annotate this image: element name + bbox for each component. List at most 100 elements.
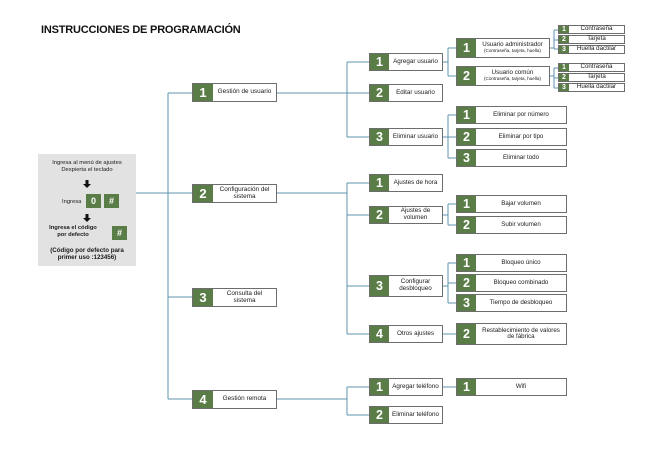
admin-user-title: Usuario administrador: [482, 41, 543, 49]
item-number: 3: [457, 150, 476, 166]
item-number: 1: [457, 379, 476, 395]
item-label: Contraseña: [580, 63, 613, 71]
item-number: 3: [559, 46, 569, 53]
menu-volume-down[interactable]: 1 Bajar volumen: [456, 195, 567, 213]
item-label: Eliminar todo: [502, 153, 540, 161]
item-number: 1: [457, 107, 476, 123]
menu-add-user[interactable]: 1 Agregar usuario: [369, 53, 443, 71]
item-number: 4: [193, 391, 213, 408]
menu-delete-user[interactable]: 3 Eliminar usuario: [369, 128, 443, 146]
item-label: Bajar volumen: [501, 199, 541, 207]
start-line-2: Despierta el teclado: [61, 167, 113, 173]
item-number: 2: [559, 36, 569, 43]
menu-common-user[interactable]: 2 Usuario común(Contraseña, tarjeta, hue…: [456, 66, 550, 86]
menu-other-settings[interactable]: 4 Otros ajustes: [369, 325, 443, 343]
item-label: Bloqueo combinado: [493, 278, 549, 286]
item-number: 2: [193, 185, 213, 202]
menu-delete-by-number[interactable]: 1 Eliminar por número: [456, 106, 567, 124]
menu-delete-by-type[interactable]: 2 Eliminar por tipo: [456, 128, 567, 146]
item-number: 2: [457, 217, 476, 233]
menu-delete-phone[interactable]: 2 Eliminar teléfono: [369, 406, 443, 424]
item-label: Configuración del sistema: [219, 185, 270, 200]
menu-add-phone[interactable]: 1 Agregar teléfono: [369, 378, 443, 396]
item-number: 2: [370, 207, 389, 223]
item-number: 1: [457, 196, 476, 212]
item-number: 1: [457, 255, 476, 271]
menu-edit-user[interactable]: 2 Editar usuario: [369, 84, 443, 102]
menu-delete-all[interactable]: 3 Eliminar todo: [456, 149, 567, 167]
item-label: Eliminar usuario: [392, 132, 439, 140]
item-label: Otros ajustes: [396, 329, 435, 337]
item-label: Huella dactilar: [576, 83, 617, 91]
item-number: 1: [559, 26, 569, 33]
menu-combined-lock[interactable]: 2 Bloqueo combinado: [456, 274, 567, 292]
item-number: 4: [370, 326, 389, 342]
menu-single-lock[interactable]: 1 Bloqueo único: [456, 254, 567, 272]
item-label: Agregar teléfono: [392, 382, 439, 390]
arrow-down-icon: [83, 214, 91, 222]
common-user-title: Usuario común: [491, 69, 534, 77]
code-line-1: Ingresa el código: [49, 225, 97, 231]
item-number: 1: [559, 64, 569, 71]
item-number: 3: [193, 289, 213, 306]
item-label: Restablecimiento de valores de fábrica: [482, 326, 560, 340]
menu-common-password[interactable]: 1 Contraseña: [558, 63, 625, 72]
menu-admin-password[interactable]: 1 Contraseña: [558, 25, 625, 34]
item-number: 2: [457, 67, 476, 85]
menu-system-config[interactable]: 2 Configuración del sistema: [192, 184, 277, 203]
item-number: 1: [370, 54, 389, 70]
item-label: Editar usuario: [396, 88, 435, 96]
item-label: Configurar desbloqueo: [399, 278, 432, 292]
key-zero: 0: [86, 194, 101, 208]
arrow-down-icon: [83, 180, 91, 188]
menu-admin-fingerprint[interactable]: 3 Huella dactilar: [558, 45, 625, 54]
item-number: 3: [457, 295, 476, 311]
menu-remote-management[interactable]: 4 Gestión remota: [192, 390, 277, 409]
menu-admin-card[interactable]: 2 Tarjeta: [558, 35, 625, 44]
item-number: 2: [559, 74, 569, 81]
menu-unlock-time[interactable]: 3 Tiempo de desbloqueo: [456, 294, 567, 312]
menu-volume-settings[interactable]: 2 Ajustes de volumen: [369, 206, 443, 224]
item-number: 2: [370, 85, 389, 101]
menu-factory-reset[interactable]: 2 Restablecimiento de valores de fábrica: [456, 323, 567, 345]
item-label: Huella dactilar: [576, 45, 617, 53]
item-label: Ajustes de hora: [393, 178, 438, 186]
menu-common-card[interactable]: 2 Tarjeta: [558, 73, 625, 82]
admin-user-subtitle: (Contraseña, tarjeta, huella): [484, 47, 541, 53]
menu-volume-up[interactable]: 2 Subir volumen: [456, 216, 567, 234]
item-label: Usuario común(Contraseña, tarjeta, huell…: [476, 67, 549, 85]
item-label: Eliminar por número: [493, 110, 549, 118]
item-number: 3: [370, 276, 389, 296]
item-label: Tarjeta: [587, 35, 606, 43]
menu-user-management[interactable]: 1 Gestión de usuario: [192, 83, 277, 102]
item-label: Eliminar teléfono: [392, 410, 439, 418]
item-number: 2: [457, 324, 476, 344]
item-number: 2: [370, 407, 389, 423]
item-number: 3: [370, 129, 389, 145]
item-number: 1: [370, 175, 389, 191]
item-number: 1: [457, 39, 476, 57]
item-number: 3: [559, 84, 569, 91]
code-line-2: por defecto: [57, 232, 89, 238]
item-label: Ajustes de volumen: [400, 207, 431, 221]
item-label: Tarjeta: [587, 73, 606, 81]
common-user-subtitle: (Contraseña, tarjeta, huella): [484, 75, 541, 81]
menu-admin-user[interactable]: 1 Usuario administrador(Contraseña, tarj…: [456, 38, 550, 58]
menu-time-settings[interactable]: 1 Ajustes de hora: [369, 174, 443, 192]
item-label: Wifi: [515, 382, 527, 390]
item-label: Agregar usuario: [393, 57, 438, 65]
item-number: 1: [370, 379, 389, 395]
menu-unlock-config[interactable]: 3 Configurar desbloqueo: [369, 275, 443, 297]
key-hash: #: [104, 194, 119, 208]
item-label: Contraseña: [580, 25, 613, 33]
start-panel: Ingresa al menú de ajustes Despierta el …: [38, 154, 136, 266]
menu-wifi[interactable]: 1 Wifi: [456, 378, 567, 396]
item-label: Consulta del sistema: [226, 289, 263, 304]
page-title: INSTRUCCIONES DE PROGRAMACIÓN: [41, 24, 241, 36]
menu-system-query[interactable]: 3 Consulta del sistema: [192, 288, 277, 307]
item-number: 2: [457, 129, 476, 145]
key-hash: #: [112, 226, 127, 240]
menu-common-fingerprint[interactable]: 3 Huella dactilar: [558, 83, 625, 92]
item-label: Tiempo de desbloqueo: [489, 298, 553, 306]
